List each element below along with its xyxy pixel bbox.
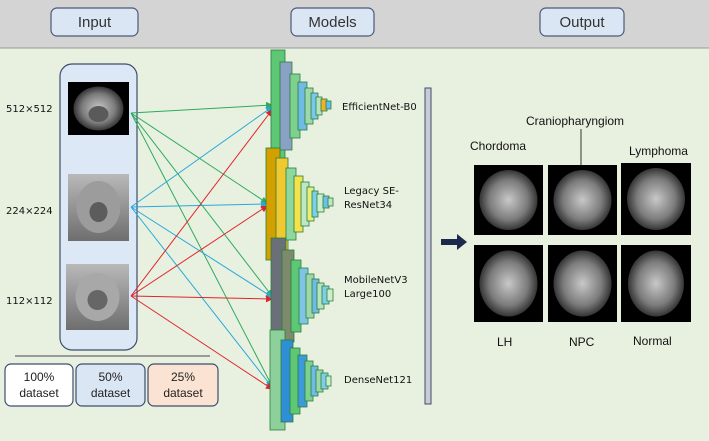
svg-text:Input: Input	[78, 14, 112, 31]
svg-text:dataset: dataset	[91, 386, 131, 400]
input-image-112	[66, 264, 129, 330]
connection-112-densenet	[130, 295, 273, 390]
output-label-npc: NPC	[569, 335, 595, 349]
resolution-label-112: 112×112	[6, 296, 53, 307]
connection-112-mobilenet	[130, 295, 273, 303]
right-arrow-icon	[441, 234, 467, 250]
svg-text:dataset: dataset	[19, 386, 59, 400]
model-label-densenet: DenseNet121	[344, 375, 412, 386]
svg-text:100%: 100%	[24, 370, 55, 384]
model-stack-mobilenet	[270, 237, 334, 355]
dataset-box-50: 50% dataset	[75, 363, 146, 407]
svg-text:dataset: dataset	[163, 386, 203, 400]
input-image-512	[68, 82, 129, 135]
model-stack-seresnet	[265, 147, 334, 261]
models-header: Models	[290, 7, 375, 37]
input-image-224	[68, 174, 129, 241]
model-label-mobilenet-line2: Large100	[344, 289, 391, 300]
model-stack-densenet	[269, 329, 332, 431]
output-label-lh: LH	[497, 335, 512, 349]
output-image-npc	[548, 245, 617, 322]
input-header: Input	[50, 7, 139, 37]
output-label-chordoma: Chordoma	[470, 139, 526, 153]
model-label-seresnet-line2: ResNet34	[344, 200, 392, 211]
svg-text:50%: 50%	[98, 370, 122, 384]
model-label-seresnet-line1: Legacy SE-	[344, 186, 399, 197]
output-label-normal: Normal	[633, 334, 672, 348]
connection-512-mobilenet	[130, 112, 273, 297]
svg-text:25%: 25%	[171, 370, 195, 384]
connection-512-seresnet	[130, 112, 268, 204]
input-model-connections	[130, 101, 273, 390]
connection-112-efficientnet	[130, 109, 273, 297]
output-image-chordoma	[474, 165, 543, 235]
output-image-lh	[474, 245, 543, 322]
svg-text:Output: Output	[559, 14, 605, 31]
output-header: Output	[539, 7, 625, 37]
connection-224-mobilenet	[130, 206, 273, 298]
output-label-lymphoma: Lymphoma	[629, 144, 688, 158]
connection-112-seresnet	[130, 205, 268, 297]
connection-512-efficientnet	[130, 101, 273, 114]
output-image-lymphoma	[621, 163, 691, 235]
output-label-craniopharyngioma: Craniopharyngiom	[526, 114, 624, 128]
resolution-label-512: 512×512	[6, 104, 53, 115]
dataset-box-100: 100% dataset	[4, 363, 74, 407]
resolution-label-224: 224×224	[6, 206, 53, 217]
model-label-mobilenet-line1: MobileNetV3	[344, 275, 408, 286]
output-image-craniopharyngioma	[548, 165, 617, 235]
connection-224-efficientnet	[130, 106, 273, 208]
aggregator-bar	[424, 87, 432, 405]
output-image-normal	[621, 245, 691, 322]
model-stack-efficientnet	[270, 49, 332, 163]
dataset-box-25: 25% dataset	[147, 363, 219, 407]
svg-text:Models: Models	[308, 14, 356, 31]
model-label-efficientnet: EfficientNet-B0	[342, 102, 417, 113]
